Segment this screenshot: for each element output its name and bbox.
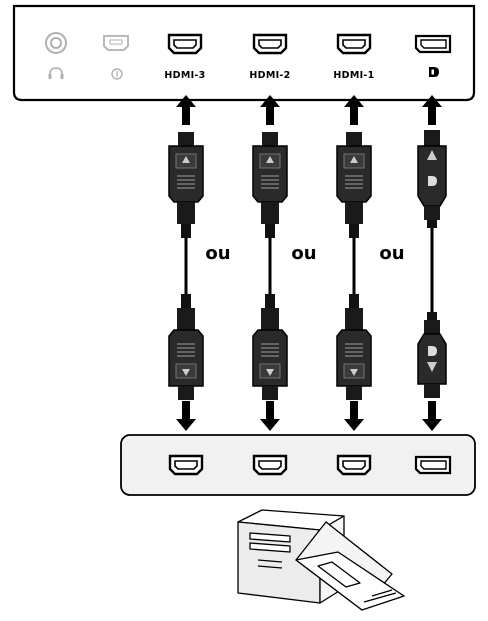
hdmi-cable-bottom-plug	[252, 293, 288, 401]
arrow-down-icon	[176, 401, 196, 431]
pc-displayport-port-icon	[414, 455, 452, 475]
hdmi-3-label: HDMI-3	[164, 70, 206, 81]
monitor-panel	[12, 4, 476, 102]
pc-hdmi-port-icon	[168, 454, 204, 476]
or-label: ou	[379, 243, 404, 264]
displayport-port-icon	[414, 34, 452, 54]
hdmi-2-label: HDMI-2	[249, 70, 291, 81]
arrow-down-icon	[260, 401, 280, 431]
displayport-cable-top-plug	[417, 130, 447, 228]
or-label: ou	[291, 243, 316, 264]
pc-hdmi-port-icon	[336, 454, 372, 476]
arrow-down-icon	[344, 401, 364, 431]
headphone-jack-icon	[45, 32, 67, 79]
pc-hdmi-port-icon	[252, 454, 288, 476]
pc-port-panel	[120, 434, 476, 496]
hdmi-cable-bottom-plug	[168, 293, 204, 401]
hdmi-cable-top-plug	[168, 131, 204, 239]
arrow-down-icon	[422, 401, 442, 431]
hdmi-2-port-icon	[252, 33, 288, 55]
computer-icon	[237, 509, 405, 611]
hdmi-cable-bottom-plug	[336, 293, 372, 401]
hdmi-1-label: HDMI-1	[333, 70, 375, 81]
hdmi-1-port-icon	[336, 33, 372, 55]
service-port-icon	[103, 35, 129, 80]
displayport-cable-bottom-plug	[417, 312, 447, 398]
hdmi-cable-top-plug	[336, 131, 372, 239]
or-label: ou	[205, 243, 230, 264]
displayport-logo-icon	[429, 67, 439, 77]
hdmi-cable-top-plug	[252, 131, 288, 239]
hdmi-3-port-icon	[167, 33, 203, 55]
